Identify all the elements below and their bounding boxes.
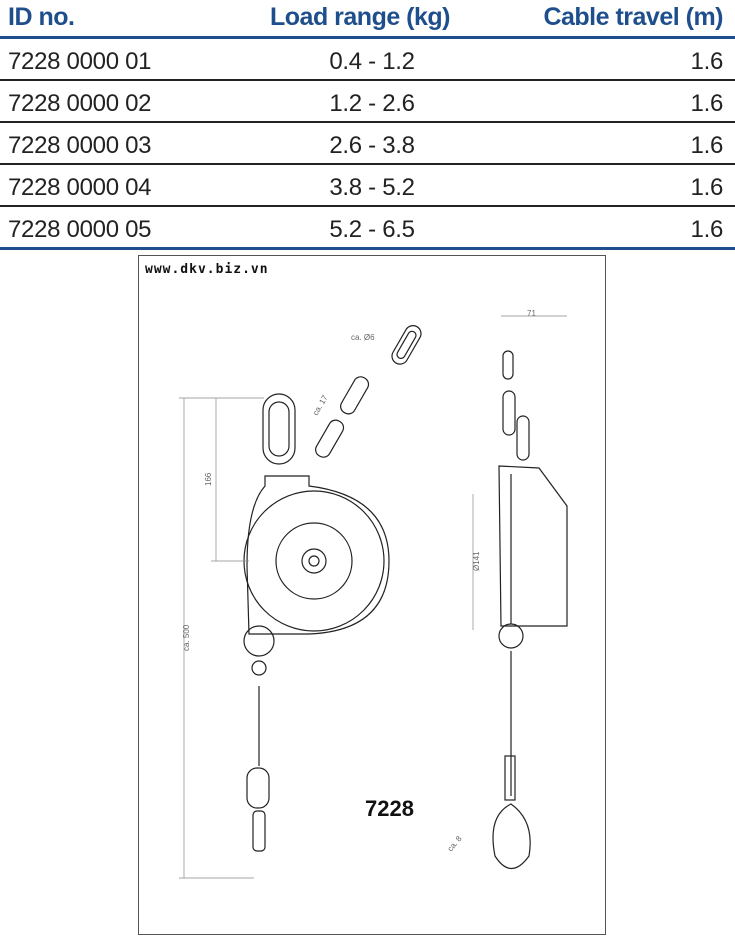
cell-cable: 1.6 [690, 132, 724, 159]
dim-hook-opening: ca. 8 [446, 834, 464, 853]
cell-id: 7228 0000 01 [8, 48, 152, 75]
table-row: 7228 0000 01 0.4 - 1.2 1.6 [0, 39, 735, 81]
table-header: ID no. Load range (kg) Cable travel (m) [0, 0, 735, 39]
cell-cable: 1.6 [690, 174, 724, 201]
balancer-housing [246, 475, 390, 635]
watermark: www.dkv.biz.vn [145, 262, 269, 277]
dim-height-top: 166 [204, 472, 213, 486]
dim-width: 71 [527, 309, 536, 318]
table-row: 7228 0000 02 1.2 - 2.6 1.6 [0, 81, 735, 123]
cell-cable: 1.6 [690, 48, 724, 75]
cell-id: 7228 0000 03 [8, 132, 152, 159]
side-hook [492, 803, 531, 870]
table-row: 7228 0000 03 2.6 - 3.8 1.6 [0, 123, 735, 165]
cell-load: 0.4 - 1.2 [329, 48, 415, 75]
side-view [492, 350, 568, 870]
bottom-hook [246, 767, 270, 809]
table-row: 7228 0000 04 3.8 - 5.2 1.6 [0, 165, 735, 207]
dim-chain-dia: ca. Ø6 [351, 333, 375, 342]
cell-id: 7228 0000 02 [8, 90, 152, 117]
dim-overall: ca. 500 [182, 624, 191, 651]
cell-cable: 1.6 [690, 216, 724, 243]
header-id: ID no. [8, 3, 75, 31]
top-carabiner [262, 393, 296, 465]
chain-link-detail [391, 325, 422, 365]
model-number: 7228 [365, 796, 414, 821]
cell-cable: 1.6 [690, 90, 724, 117]
header-cable: Cable travel (m) [543, 3, 723, 31]
chain [315, 376, 370, 458]
cell-id: 7228 0000 04 [8, 174, 152, 201]
dim-drum-dia: Ø141 [472, 551, 481, 571]
cell-load: 3.8 - 5.2 [329, 174, 415, 201]
dim-hook-width: ca. 17 [311, 393, 330, 417]
cell-load: 5.2 - 6.5 [329, 216, 415, 243]
cell-load: 1.2 - 2.6 [329, 90, 415, 117]
table-row: 7228 0000 05 5.2 - 6.5 1.6 [0, 207, 735, 250]
technical-drawing: ca. Ø6 ca. 17 166 ca. 500 [138, 255, 606, 935]
cell-load: 2.6 - 3.8 [329, 132, 415, 159]
header-load: Load range (kg) [270, 3, 451, 31]
balancer-drawing: ca. Ø6 ca. 17 166 ca. 500 [179, 309, 568, 879]
cell-id: 7228 0000 05 [8, 216, 152, 243]
